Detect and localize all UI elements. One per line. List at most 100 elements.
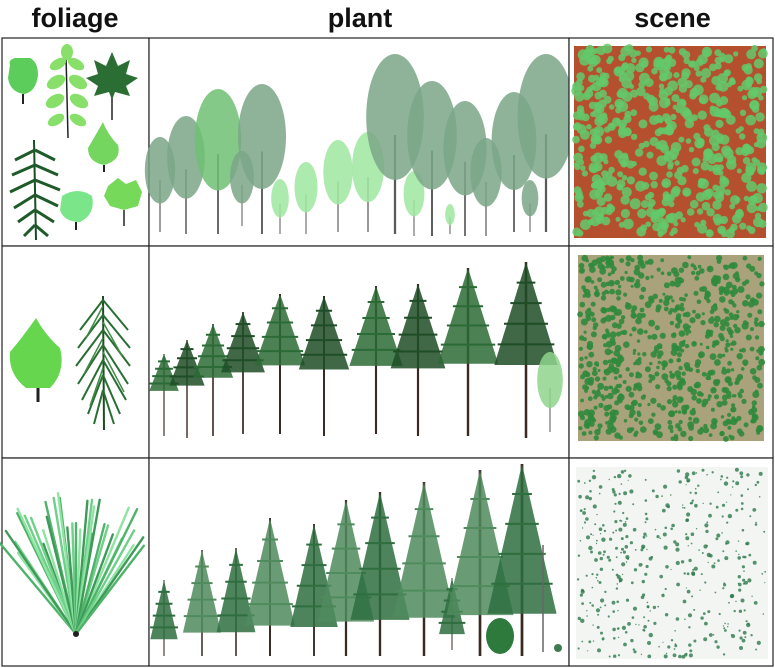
- scene-tree-crown: [580, 589, 585, 594]
- scene-tree-crown: [651, 412, 656, 417]
- scene-tree-crown: [684, 293, 688, 297]
- scene-tree-crown: [588, 496, 592, 501]
- scene-tree-crown: [607, 422, 615, 430]
- scene-tree-crown: [597, 580, 599, 582]
- scene-tree-crown: [582, 210, 589, 217]
- scene-tree-crown: [740, 367, 745, 371]
- scene-tree-crown: [645, 275, 650, 281]
- scene-tree-crown: [664, 117, 672, 125]
- scene-tree-crown: [631, 305, 638, 311]
- scene-tree-crown: [700, 573, 703, 576]
- scene-tree-crown: [615, 546, 618, 550]
- scene-tree-crown: [686, 208, 695, 216]
- scene-tree-crown: [674, 160, 680, 166]
- scene-tree-crown: [596, 197, 606, 206]
- scene-tree-crown: [694, 503, 698, 508]
- scene-tree-crown: [581, 170, 589, 177]
- scene-tree-crown: [747, 312, 753, 318]
- round-leaf-icon: [60, 191, 93, 230]
- scene-tree-crown: [677, 427, 683, 432]
- scene-tree-crown: [590, 280, 595, 284]
- scene-tree-crown: [754, 212, 762, 220]
- scene-tree-crown: [706, 544, 708, 547]
- scene-tree-crown: [696, 398, 702, 404]
- scene-tree-crown: [756, 138, 767, 149]
- scene-tree-crown: [682, 506, 684, 509]
- round-leaf-icon: [8, 58, 38, 104]
- scene-tree-crown: [649, 610, 651, 612]
- scene-tree-crown: [684, 80, 693, 89]
- scene-tree-crown: [661, 495, 663, 497]
- scene-tree-crown: [662, 366, 666, 371]
- scene-tree-crown: [585, 517, 589, 521]
- scene-tree-crown: [756, 292, 763, 299]
- scene-tree-crown: [600, 598, 605, 603]
- scene-tree-crown: [643, 625, 647, 629]
- scene-tree-crown: [665, 565, 669, 569]
- scene-tree-crown: [662, 641, 664, 643]
- scene-tree-crown: [706, 208, 715, 217]
- scene-tree-crown: [667, 645, 671, 649]
- scene-tree-crown: [708, 513, 712, 518]
- scene-tree-crown: [573, 152, 584, 163]
- scene-tree-crown: [726, 476, 729, 479]
- scene-tree-crown: [684, 475, 689, 480]
- scene-tree-crown: [660, 405, 666, 411]
- scene-tree-crown: [746, 622, 751, 628]
- scene-tree-crown: [616, 600, 619, 604]
- scene-tree-crown: [678, 419, 683, 425]
- scene-tree-crown: [658, 345, 663, 350]
- scene-tree-crown: [706, 552, 712, 558]
- scene-tree-crown: [604, 411, 610, 417]
- scene-tree-crown: [691, 395, 697, 401]
- scene-tree-crown: [686, 589, 691, 594]
- scene-tree-crown: [727, 412, 732, 417]
- scene-tree-crown: [627, 479, 629, 481]
- scene-tree-crown: [630, 284, 634, 288]
- scene-tree-crown: [673, 72, 680, 79]
- plant-tree: [245, 518, 295, 656]
- scene-tree-crown: [640, 426, 647, 433]
- scene-tree-crown: [623, 45, 630, 52]
- scene-tree-crown: [610, 357, 617, 364]
- scene-tree-crown: [644, 499, 648, 502]
- scene-tree-crown: [678, 136, 685, 143]
- scene-tree-crown: [709, 369, 716, 376]
- scene-tree-crown: [599, 556, 603, 561]
- scene-tree-crown: [705, 529, 709, 534]
- scene-tree-crown: [745, 146, 755, 155]
- scene-tree-crown: [731, 486, 734, 488]
- scene-tree-crown: [594, 558, 598, 562]
- scene-tree-crown: [715, 537, 719, 541]
- scene-tree-crown: [678, 654, 682, 659]
- scene-tree-crown: [708, 633, 713, 637]
- scene-tree-crown: [661, 508, 666, 513]
- scene-tree-crown: [594, 162, 603, 172]
- scene-tree-crown: [705, 229, 714, 238]
- scene-tree-crown: [623, 341, 630, 349]
- scene-tree-crown: [625, 261, 631, 267]
- scene-tree-crown: [663, 70, 673, 80]
- scene-tree-crown: [654, 528, 657, 531]
- scene-tree-crown: [754, 483, 757, 487]
- scene-tree-crown: [699, 268, 705, 274]
- scene-tree-crown: [597, 369, 601, 372]
- scene-tree-crown: [692, 84, 704, 96]
- scene-tree-crown: [675, 211, 683, 220]
- scene-tree-crown: [584, 89, 594, 99]
- scene-tree-crown: [600, 281, 607, 288]
- scene-tree-crown: [705, 345, 710, 350]
- scene-tree-crown: [660, 127, 668, 135]
- scene-tree-crown: [719, 218, 725, 224]
- scene-tree-crown: [598, 581, 602, 584]
- scene-tree-crown: [643, 532, 647, 536]
- scene-tree-crown: [687, 545, 689, 547]
- scene-tree-crown: [638, 119, 648, 129]
- scene-tree-crown: [738, 629, 741, 632]
- scene-tree-crown: [699, 342, 703, 346]
- scene-tree-crown: [613, 637, 616, 640]
- scene-tree-crown: [648, 319, 655, 327]
- scene-tree-crown: [646, 601, 649, 604]
- scene-tree-crown: [682, 410, 687, 415]
- scene-tree-crown: [722, 625, 725, 627]
